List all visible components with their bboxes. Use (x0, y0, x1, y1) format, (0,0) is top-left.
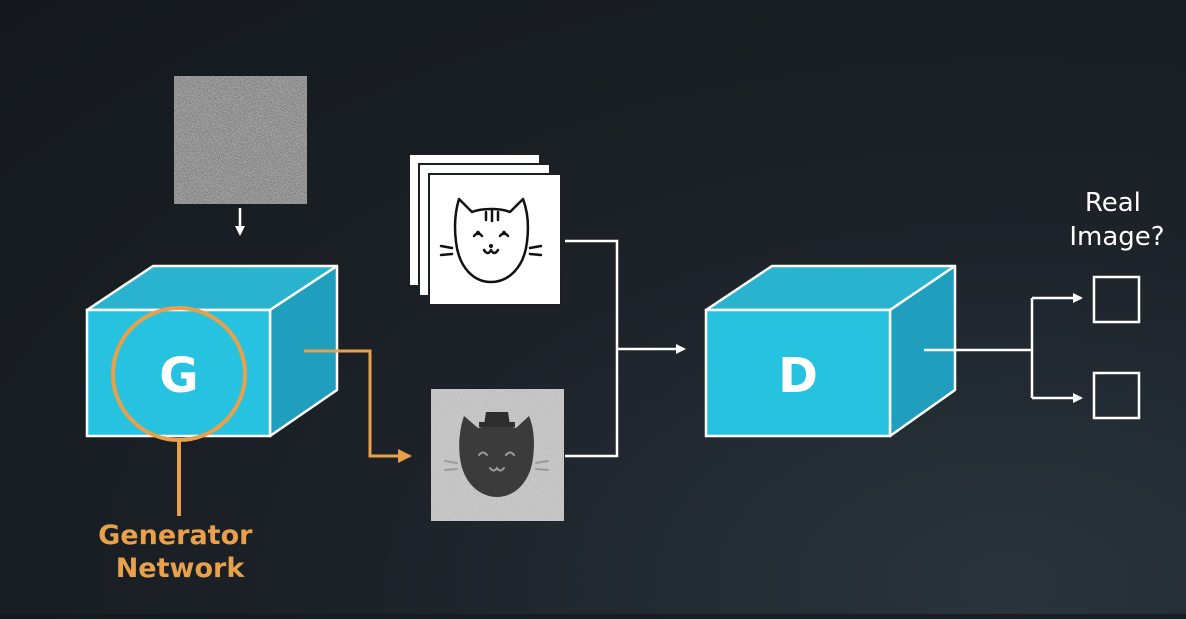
real-image-question: Real Image? (1069, 188, 1164, 252)
generator-callout-line2: Network (116, 553, 246, 584)
output-checkbox-fake (1092, 371, 1141, 420)
real-images-stack (408, 153, 562, 306)
generator-label: G (159, 348, 198, 404)
noise-input-image (174, 76, 307, 204)
generator-output-arrow (304, 349, 412, 463)
real-image-question-line2: Image? (1069, 222, 1164, 252)
generator-cube: G (85, 264, 339, 438)
generator-callout-line1: Generator (98, 520, 253, 551)
merge-connector (565, 239, 686, 458)
real-image-question-line1: Real (1085, 188, 1141, 218)
cat-drawing-icon (439, 197, 543, 284)
discriminator-label: D (778, 348, 818, 404)
dark-cat-icon (444, 412, 549, 497)
output-split-connector (924, 293, 1083, 403)
output-checkbox-real (1092, 275, 1141, 324)
generator-callout-label: Generator Network (98, 520, 262, 584)
generated-fake-image (431, 389, 564, 521)
discriminator-cube: D (704, 264, 957, 438)
